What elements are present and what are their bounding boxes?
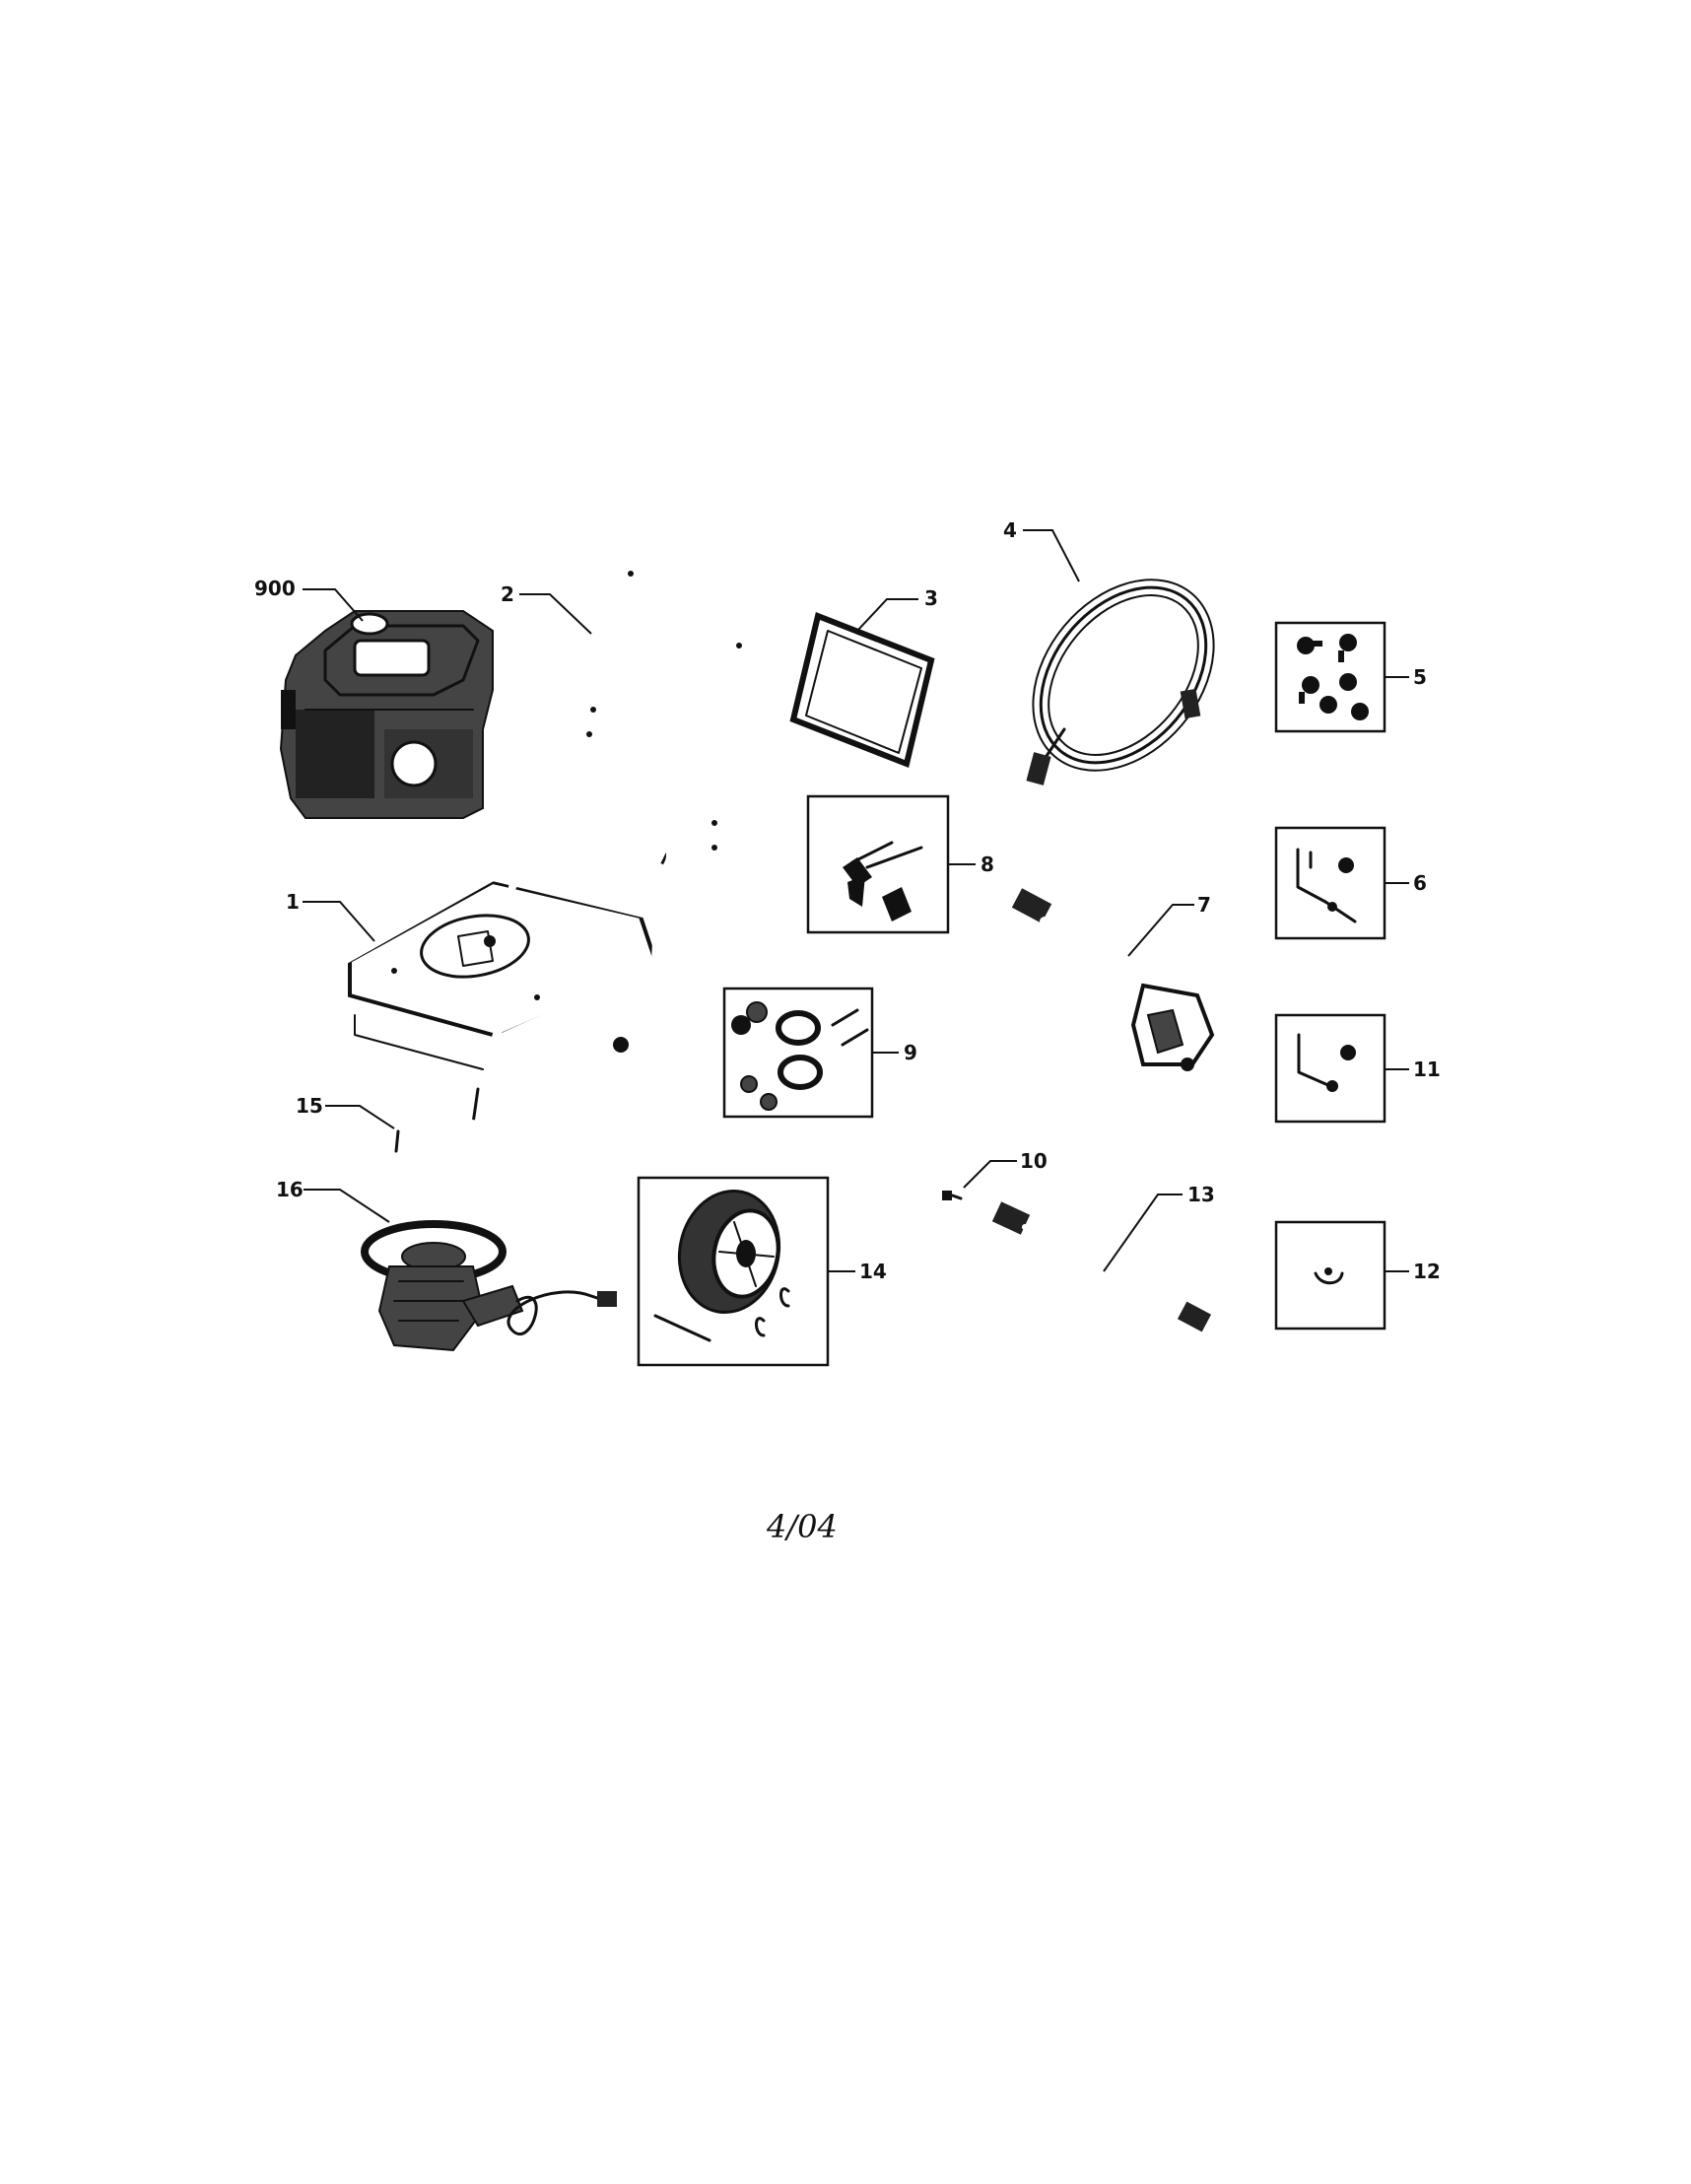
callout-7: 7 — [1127, 893, 1211, 957]
callout-label-3: 3 — [924, 586, 938, 610]
callout-label-5: 5 — [1413, 665, 1427, 689]
callout-11: 11 — [1385, 1058, 1441, 1081]
callout-16: 16 — [276, 1178, 390, 1223]
callout-8: 8 — [948, 853, 994, 876]
callout-13: 13 — [1103, 1183, 1215, 1272]
pin-part-15[interactable] — [394, 1129, 400, 1153]
callout-900: 900 — [254, 577, 364, 622]
callout-12: 12 — [1385, 1260, 1441, 1283]
callout-6: 6 — [1385, 871, 1427, 895]
decal-part-3[interactable] — [789, 611, 935, 769]
frame-part-1[interactable] — [325, 765, 674, 1163]
callout-label-1: 1 — [286, 890, 300, 914]
fittings-kit-part-9[interactable] — [722, 987, 874, 1119]
handle-part-2[interactable] — [582, 506, 761, 874]
callout-label-13: 13 — [1187, 1183, 1215, 1206]
hose-part-4[interactable] — [996, 544, 1251, 806]
callout-label-8: 8 — [981, 853, 994, 876]
clip-part-10[interactable] — [942, 1191, 963, 1200]
pin-kit-part-11[interactable] — [1274, 1013, 1387, 1124]
pin-kit-part-6[interactable] — [1274, 826, 1387, 940]
engine-part-900[interactable] — [279, 610, 494, 819]
knob-kit-part-8[interactable] — [806, 794, 950, 934]
revision-date: 4/04 — [766, 1508, 838, 1545]
spray-wand-part-13[interactable] — [991, 1201, 1212, 1332]
callout-label-10: 10 — [1020, 1149, 1048, 1173]
clip-kit-part-12[interactable] — [1274, 1220, 1387, 1331]
callout-10: 10 — [963, 1149, 1048, 1189]
callout-1: 1 — [286, 890, 375, 942]
callout-label-14: 14 — [859, 1260, 887, 1283]
callout-label-2: 2 — [501, 582, 514, 606]
callout-label-900: 900 — [254, 577, 296, 600]
spray-gun-part-7[interactable] — [1011, 888, 1215, 1071]
callout-label-12: 12 — [1413, 1260, 1441, 1283]
callout-label-15: 15 — [296, 1094, 323, 1118]
callout-9: 9 — [872, 1041, 917, 1064]
callout-5: 5 — [1385, 665, 1427, 689]
callout-4: 4 — [1003, 518, 1080, 582]
callout-label-16: 16 — [276, 1178, 304, 1201]
callout-label-9: 9 — [904, 1041, 917, 1064]
wheel-kit-part-14[interactable] — [637, 1176, 830, 1367]
callout-15: 15 — [296, 1094, 395, 1129]
callout-label-7: 7 — [1197, 893, 1211, 917]
callout-label-11: 11 — [1413, 1058, 1441, 1081]
hardware-kit-part-5[interactable] — [1274, 621, 1387, 733]
callout-2: 2 — [501, 582, 592, 635]
callout-3: 3 — [856, 586, 938, 632]
callout-label-6: 6 — [1413, 871, 1427, 895]
callout-label-4: 4 — [1003, 518, 1017, 542]
callout-14: 14 — [828, 1260, 887, 1283]
pump-part-16[interactable] — [361, 1220, 617, 1352]
